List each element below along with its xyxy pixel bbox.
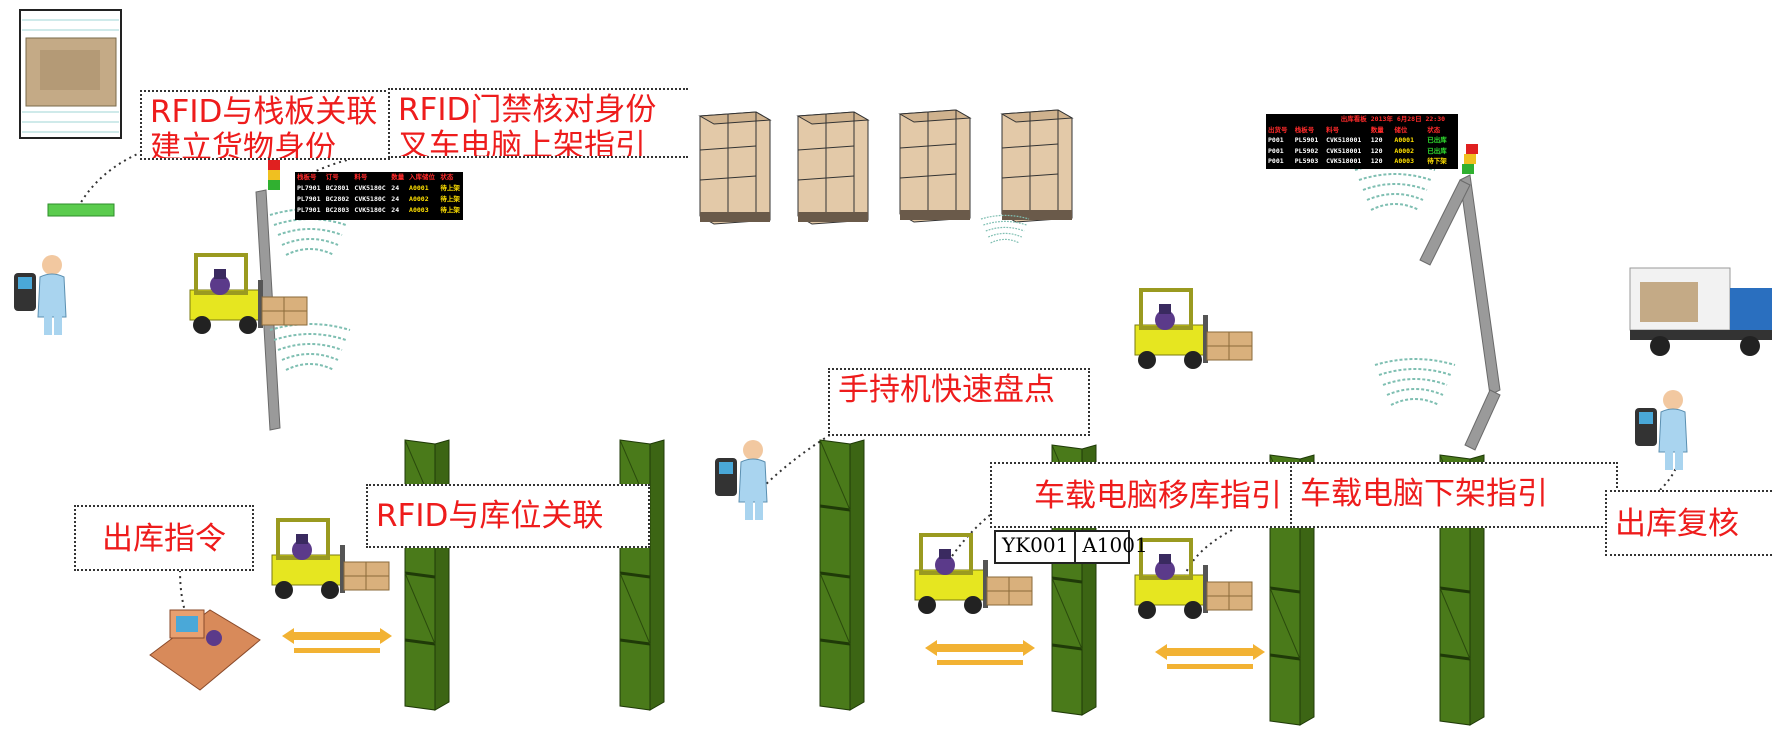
handheld-operator-icon: [1634, 389, 1688, 471]
callout-gate-check: RFID门禁核对身份 叉车电脑上架指引: [388, 88, 688, 158]
signal-light-icon: [1462, 144, 1478, 174]
board-header: 储位: [1394, 125, 1408, 134]
pallet-box-icon: [797, 111, 869, 225]
board-cell: 120: [1370, 157, 1383, 165]
board-cell: 待上架: [440, 206, 460, 214]
move-location-tag: YK001 A1001: [994, 530, 1148, 564]
board-cell: 24: [391, 195, 400, 203]
board-datetime: 2013年 6月28日 22:30: [1370, 115, 1446, 123]
board-cell: CVK5180C: [354, 184, 386, 192]
board-cell: P001: [1268, 136, 1284, 144]
forklift-icon: [1133, 288, 1254, 371]
callout-text: RFID与库位关联: [376, 498, 604, 534]
board-cell: 待上架: [440, 184, 460, 192]
forklift-icon: [188, 253, 309, 336]
callout-outbound-order: 出库指令: [74, 505, 254, 571]
board-cell: 已出库: [1427, 136, 1447, 144]
pallet-box-icon: [899, 109, 971, 223]
callout-move-guidance: 车载电脑移库指引: [990, 462, 1292, 528]
rfid-wave-icon: [1374, 358, 1456, 406]
outbound-led-board: 出库看板 2013年 6月28日 22:30 出货号 栈板号 料号 数量 储位 …: [1266, 114, 1458, 169]
pallet-box-icon: [699, 111, 771, 225]
board-cell: A0002: [409, 195, 429, 203]
board-cell: PL5903: [1294, 157, 1319, 165]
board-cell: A0001: [1394, 136, 1414, 144]
callout-text: 出库指令: [102, 521, 226, 557]
two-way-arrow-icon: [282, 628, 392, 653]
board-cell: 已出库: [1427, 146, 1447, 155]
board-cell: A0001: [409, 184, 429, 192]
callout-outbound-review: 出库复核: [1605, 490, 1772, 556]
board-cell: BC2803: [325, 206, 350, 214]
storage-rack-icon: [403, 438, 451, 712]
board-cell: CVK518001: [1326, 136, 1362, 144]
signal-light-icon: [268, 160, 280, 190]
board-header: 料号: [1326, 125, 1340, 134]
board-cell: 24: [391, 206, 400, 214]
board-title: 出库看板: [1340, 115, 1367, 123]
board-header: 数量: [391, 173, 405, 181]
pallet-box-icon: [1001, 109, 1073, 223]
board-cell: CVK5180C: [354, 206, 386, 214]
rfid-tag-icon: [47, 203, 115, 217]
board-cell: BC2802: [325, 195, 350, 203]
board-header: 状态: [1427, 125, 1441, 134]
tag-location-id: A1001: [1082, 533, 1148, 557]
rfid-wave-icon: [1354, 163, 1436, 211]
board-cell: PL7901: [297, 195, 321, 203]
callout-text: 出库复核: [1615, 506, 1739, 542]
callout-text: RFID门禁核对身份 叉车电脑上架指引: [398, 92, 657, 158]
board-cell: A0003: [409, 206, 429, 214]
board-cell: PL5902: [1294, 146, 1319, 155]
board-header: 入库储位: [409, 173, 436, 181]
tag-pallet-id: YK001: [996, 532, 1077, 562]
inbound-led-board: 栈板号 订号 料号 数量 入库储位 状态 PL7901 BC2801 CVK51…: [295, 172, 463, 220]
callout-location-binding: RFID与库位关联: [366, 484, 650, 548]
storage-rack-icon: [618, 438, 666, 712]
callout-pallet-binding: RFID与栈板关联建立货物身份: [140, 90, 390, 160]
office-computer-icon: [149, 609, 261, 691]
board-header: 料号: [354, 173, 368, 181]
board-cell: PL7901: [297, 206, 321, 214]
board-header: 栈板号: [1294, 125, 1315, 134]
board-cell: CVK5180C: [354, 195, 386, 203]
callout-handheld-inventory: 手持机快速盘点: [828, 368, 1090, 436]
handheld-operator-icon: [714, 439, 768, 521]
callout-unload-guidance: 车载电脑下架指引: [1290, 462, 1618, 528]
two-way-arrow-icon: [925, 640, 1035, 665]
callout-text: 车载电脑移库指引: [1034, 478, 1282, 514]
board-cell: 120: [1370, 136, 1383, 144]
board-cell: PL5901: [1294, 136, 1319, 144]
board-cell: P001: [1268, 157, 1284, 165]
board-cell: CVK518001: [1326, 146, 1362, 155]
board-cell: 24: [391, 184, 400, 192]
callout-text: RFID与栈板关联建立货物身份: [150, 94, 378, 160]
board-header: 状态: [440, 173, 454, 181]
board-header: 栈板号: [297, 173, 317, 181]
two-way-arrow-icon: [1155, 644, 1265, 669]
board-cell: 待上架: [440, 195, 460, 203]
rfid-tag-label-icon: [19, 9, 122, 139]
rfid-wave-icon: [269, 323, 351, 371]
callout-text: 车载电脑下架指引: [1300, 476, 1548, 512]
board-cell: CVK518001: [1326, 157, 1362, 165]
board-cell: 120: [1370, 146, 1383, 155]
board-header: 数量: [1370, 125, 1384, 134]
board-cell: A0002: [1394, 146, 1414, 155]
board-cell: BC2801: [325, 184, 350, 192]
board-cell: A0003: [1394, 157, 1414, 165]
storage-rack-icon: [818, 438, 866, 712]
board-header: 出货号: [1268, 125, 1288, 134]
board-cell: PL7901: [297, 184, 321, 192]
handheld-operator-icon: [13, 254, 67, 336]
truck-icon: [1629, 267, 1772, 356]
rfid-gate-pole-icon: [1419, 144, 1501, 451]
board-cell: P001: [1268, 146, 1284, 155]
callout-text: 手持机快速盘点: [838, 372, 1055, 408]
board-header: 订号: [325, 173, 339, 181]
board-cell: 待下架: [1427, 157, 1447, 165]
